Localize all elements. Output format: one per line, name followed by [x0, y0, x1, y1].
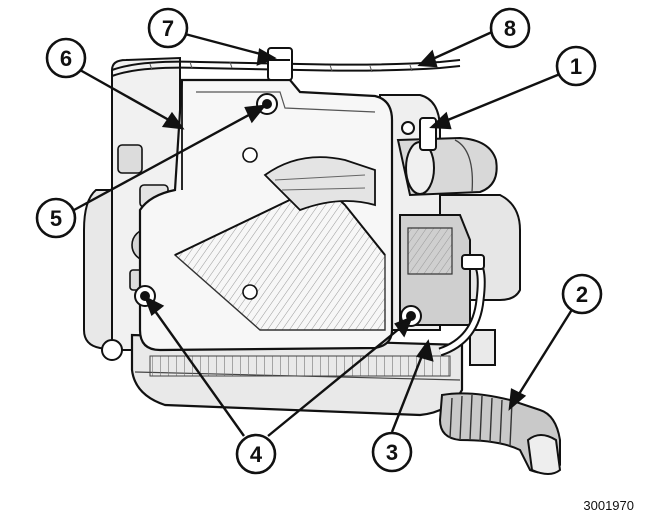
arrowhead-1: [429, 111, 452, 130]
callout-7-label: 7: [162, 16, 174, 41]
leader-5: [73, 108, 259, 212]
callout-5: 5: [35, 197, 77, 239]
arrowhead-4b: [394, 315, 414, 338]
arrowhead-8: [417, 49, 438, 68]
arrowhead-7: [256, 48, 277, 66]
leader-lines: [73, 30, 580, 437]
arrowhead-4a: [143, 295, 165, 316]
callout-3: 3: [371, 431, 413, 473]
leader-2: [512, 299, 580, 403]
leader-4a: [149, 303, 245, 437]
leader-6: [79, 68, 177, 126]
callout-8-label: 8: [504, 16, 516, 41]
arrowhead-5: [244, 104, 267, 124]
callout-3-label: 3: [386, 440, 398, 465]
air-inlet-duct: [438, 392, 562, 475]
callout-7: 7: [147, 7, 189, 49]
callout-4: 4: [235, 433, 277, 475]
right-side-components: [396, 117, 498, 357]
arrowhead-6: [161, 111, 185, 130]
callout-6-label: 6: [60, 46, 72, 71]
callout-4-label: 4: [250, 442, 263, 467]
leader-1: [437, 72, 561, 126]
leader-3: [390, 347, 427, 433]
callout-2-label: 2: [576, 282, 588, 307]
arrowhead-3: [416, 339, 434, 362]
leader-4b: [267, 323, 406, 437]
leader-8: [425, 30, 493, 64]
callout-2: 2: [561, 273, 603, 315]
arrowhead-2: [508, 388, 527, 411]
callout-6: 6: [45, 37, 87, 79]
leader-7: [184, 32, 269, 58]
harness-retainer-clip: [267, 47, 293, 81]
figure-id-label: 3001970: [583, 498, 634, 513]
callout-5-label: 5: [50, 206, 62, 231]
wiring-harness: [111, 59, 461, 77]
callout-1-label: 1: [570, 54, 582, 79]
callout-1: 1: [555, 45, 597, 87]
callout-8: 8: [489, 7, 531, 49]
